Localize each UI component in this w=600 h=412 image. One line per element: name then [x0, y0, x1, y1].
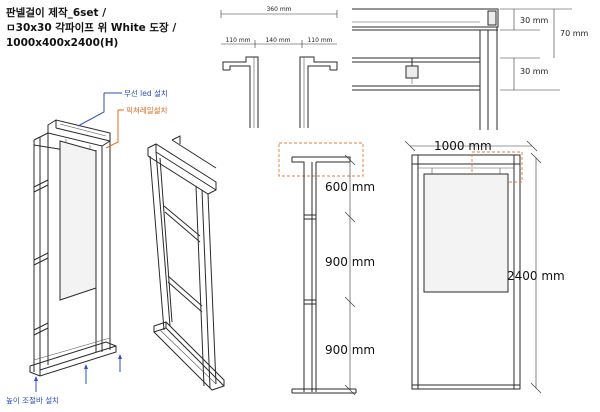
dim-label-900-upper: 900 mm [325, 255, 375, 269]
callout-picture-rail: 픽쳐레일설치 [105, 105, 167, 149]
callout-wireless-led-label: 무선 led 설치 [124, 89, 168, 98]
callout-wireless-led: 무선 led 설치 [77, 89, 168, 127]
dim-label-width: 1000 mm [434, 139, 492, 153]
iso-frame-front [29, 119, 117, 377]
dim-label-140: 140 mm [265, 37, 290, 44]
title-line-1: 판넬걸이 제작_6set / [6, 7, 107, 19]
callout-height-adjust: 높이 조절바 설치 [6, 354, 122, 405]
dim-label-110-right: 110 mm [307, 37, 332, 44]
iso-frame-side [147, 135, 225, 391]
dim-label-30-lower: 30 mm [520, 67, 549, 76]
side-elevation: 600 mm 900 mm 900 mm [278, 142, 375, 396]
panel [423, 173, 509, 293]
dim-label-110-left: 110 mm [225, 37, 250, 44]
dim-label-900-lower: 900 mm [325, 343, 375, 357]
title-line-3: 1000x400x2400(H) [6, 37, 119, 49]
dim-label-30-upper: 30 mm [520, 16, 549, 25]
callout-height-adjust-label: 높이 조절바 설치 [6, 395, 59, 405]
detail-rail-section: 30 mm 70 mm 30 mm [352, 8, 589, 130]
callout-picture-rail-label: 픽쳐레일설치 [126, 105, 167, 115]
dim-label-height: 2400 mm [507, 269, 565, 283]
front-elevation: 1000 mm 2400 mm [404, 139, 565, 394]
dim-label-600: 600 mm [325, 180, 375, 194]
dim-label-360: 360 mm [266, 6, 291, 13]
sheet-title: 판넬걸이 제작_6set / ㅁ30x30 각파이프 위 White 도장 / … [6, 6, 176, 51]
title-line-2: ㅁ30x30 각파이프 위 White 도장 / [6, 22, 177, 34]
detail-top-section: 360 mm 110 mm 140 mm 110 mm [220, 6, 338, 128]
detail-marker-side [278, 142, 364, 177]
dim-label-70: 70 mm [560, 29, 589, 38]
